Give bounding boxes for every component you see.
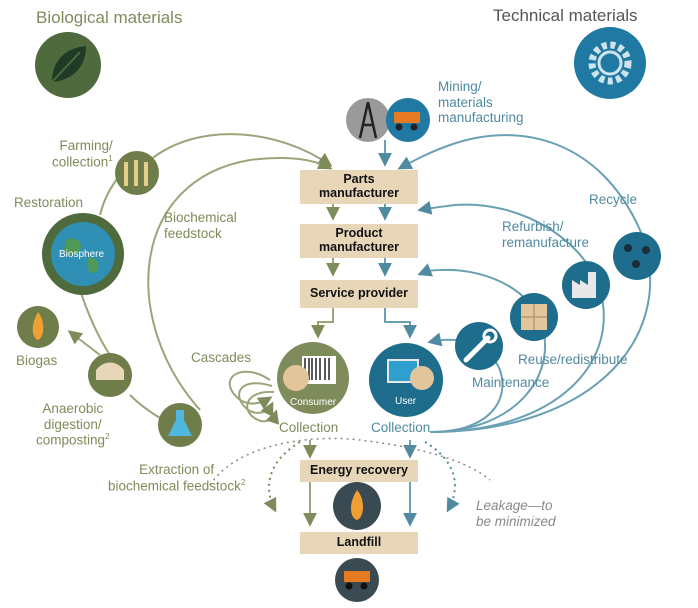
biological-flows: [67, 133, 340, 527]
reuse-label: Reuse/redistribute: [518, 352, 628, 367]
oil-derrick-icon: [346, 98, 390, 142]
biogas-label: Biogas: [16, 353, 58, 368]
flow-biochemical-feedstock: [147, 156, 333, 411]
biochemical-feedstock-label: Biochemical feedstock: [164, 210, 237, 241]
refurbish-label: Refurbish/ remanufacture: [502, 219, 590, 250]
recycle-icon: [613, 232, 661, 280]
recycle-label: Recycle: [589, 192, 638, 207]
factory-icon: [562, 261, 610, 309]
consumer-label: Consumer: [290, 397, 337, 408]
landfill-truck-icon: [335, 558, 379, 602]
flow-anaerobic-to-extraction: [129, 394, 161, 419]
anaerobic-label: Anaerobic digestion/ composting2: [36, 401, 110, 448]
biosphere-icon: [42, 213, 124, 295]
energy-recovery-box: Energy recovery: [300, 460, 418, 482]
biosphere-label: Biosphere: [59, 249, 105, 260]
energy-flame-icon: [333, 482, 381, 530]
user-icon: [369, 343, 443, 417]
wheat-fish-icon: [115, 151, 159, 195]
flow-anaerobic-to-biogas: [67, 330, 101, 356]
flow-biosphere-to-anaerobic: [79, 289, 111, 356]
leakage-label: Leakage—to be minimized: [476, 498, 556, 529]
biogas-flame-icon: [17, 306, 59, 348]
flow-farming-to-parts: [149, 133, 333, 167]
flow-recycle: [397, 134, 652, 433]
extraction-label: Extraction of biochemical feedstock2: [108, 462, 246, 494]
mining-truck-icon: [386, 98, 430, 142]
collection-right-label: Collection: [371, 420, 431, 435]
gear-icon: [574, 27, 646, 99]
wrench-icon: [455, 322, 503, 370]
flask-icon: [158, 403, 202, 447]
digester-icon: [88, 353, 132, 397]
boxes-icon: [510, 293, 558, 341]
collection-left-label: Collection: [279, 420, 339, 435]
leakage-flows: [209, 437, 491, 513]
farming-label: Farming/ collection1: [52, 138, 113, 170]
user-label: User: [395, 396, 417, 407]
technical-materials-heading: Technical materials: [493, 6, 638, 25]
consumer-icon: [277, 342, 349, 414]
biological-materials-heading: Biological materials: [36, 8, 183, 27]
service-provider-box: Service provider: [300, 280, 418, 308]
mining-label: Mining/ materials manufacturing: [438, 79, 524, 126]
maintenance-label: Maintenance: [472, 375, 550, 390]
leaf-icon: [35, 32, 101, 98]
cascades-label: Cascades: [191, 350, 252, 365]
landfill-box: Landfill: [300, 532, 418, 554]
restoration-label: Restoration: [14, 195, 84, 210]
